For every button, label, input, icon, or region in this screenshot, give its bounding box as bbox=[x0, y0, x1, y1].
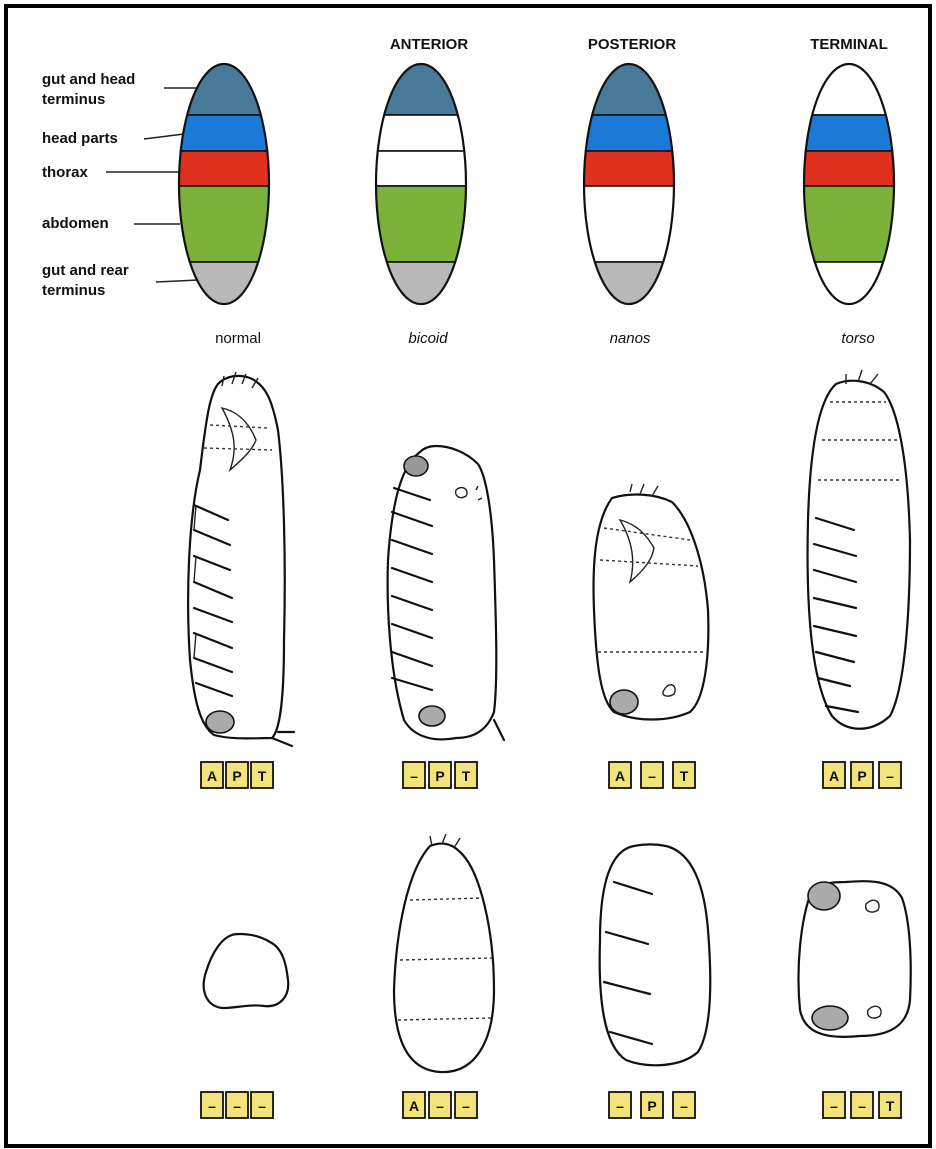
label-thorax: thorax bbox=[42, 164, 89, 181]
genotype-letter: – bbox=[436, 1098, 444, 1114]
genotype-letter: – bbox=[858, 1098, 866, 1114]
column-header-terminal: TERMINAL bbox=[810, 36, 888, 53]
genotype-letter: – bbox=[233, 1098, 241, 1114]
genotype-letter: A bbox=[615, 768, 625, 784]
genotype-box: P bbox=[226, 762, 248, 788]
genotype-letter: T bbox=[680, 768, 689, 784]
figure-frame bbox=[6, 6, 930, 1146]
genotype-letter: P bbox=[435, 768, 444, 784]
caption-nanos: nanos bbox=[610, 330, 651, 347]
genotype-letter: – bbox=[830, 1098, 838, 1114]
genotype-box: – bbox=[251, 1092, 273, 1118]
label-gut-head-terminus-line1: gut and head bbox=[42, 71, 135, 88]
label-abdomen: abdomen bbox=[42, 215, 109, 232]
genotype-box: A bbox=[823, 762, 845, 788]
fate-band-head-parts bbox=[174, 115, 274, 151]
genotype-box: – bbox=[879, 762, 901, 788]
fate-band-head-parts bbox=[371, 115, 471, 151]
genotype-box: A bbox=[403, 1092, 425, 1118]
fate-band-head-parts bbox=[579, 115, 679, 151]
label-gut-rear-terminus-line2: terminus bbox=[42, 282, 105, 299]
label-gut-head-terminus-line2: terminus bbox=[42, 91, 105, 108]
genotype-box: – bbox=[429, 1092, 451, 1118]
genotype-letter: A bbox=[829, 768, 839, 784]
genotype-box: P bbox=[851, 762, 873, 788]
column-header-anterior: ANTERIOR bbox=[390, 36, 469, 53]
fate-band-thorax bbox=[799, 151, 899, 186]
genotype-box: – bbox=[403, 762, 425, 788]
genotype-letter: – bbox=[462, 1098, 470, 1114]
fate-band-abdomen bbox=[579, 186, 679, 262]
genotype-letter: – bbox=[680, 1098, 688, 1114]
genotype-box: P bbox=[641, 1092, 663, 1118]
genotype-box: A bbox=[201, 762, 223, 788]
fate-band-thorax bbox=[579, 151, 679, 186]
genotype-box: – bbox=[851, 1092, 873, 1118]
fate-band-abdomen bbox=[371, 186, 471, 262]
genotype-box: T bbox=[455, 762, 477, 788]
genotype-letter: T bbox=[886, 1098, 895, 1114]
fate-band-abdomen bbox=[799, 186, 899, 262]
fate-band-head-parts bbox=[799, 115, 899, 151]
genotype-letter: – bbox=[208, 1098, 216, 1114]
genotype-letter: A bbox=[207, 768, 217, 784]
genotype-letter: T bbox=[462, 768, 471, 784]
column-header-posterior: POSTERIOR bbox=[588, 36, 677, 53]
genotype-letter: T bbox=[258, 768, 267, 784]
genotype-box: T bbox=[879, 1092, 901, 1118]
genotype-box: – bbox=[673, 1092, 695, 1118]
genotype-box: – bbox=[455, 1092, 477, 1118]
genotype-box: A bbox=[609, 762, 631, 788]
genotype-box: P bbox=[429, 762, 451, 788]
genotype-letter: – bbox=[648, 768, 656, 784]
genotype-letter: P bbox=[232, 768, 241, 784]
genotype-letter: – bbox=[886, 768, 894, 784]
genotype-letter: – bbox=[616, 1098, 624, 1114]
genotype-box: – bbox=[201, 1092, 223, 1118]
fate-band-thorax bbox=[371, 151, 471, 186]
caption-torso: torso bbox=[841, 330, 874, 347]
genotype-box: – bbox=[641, 762, 663, 788]
fate-band-abdomen bbox=[174, 186, 274, 262]
genotype-box: T bbox=[251, 762, 273, 788]
caption-normal: normal bbox=[215, 330, 261, 347]
genotype-letter: P bbox=[857, 768, 866, 784]
genotype-letter: A bbox=[409, 1098, 419, 1114]
genotype-letter: P bbox=[647, 1098, 656, 1114]
genotype-box: – bbox=[609, 1092, 631, 1118]
fate-band-thorax bbox=[174, 151, 274, 186]
genotype-letter: – bbox=[410, 768, 418, 784]
label-head-parts: head parts bbox=[42, 130, 118, 147]
genotype-box: – bbox=[823, 1092, 845, 1118]
genotype-box: T bbox=[673, 762, 695, 788]
caption-bicoid: bicoid bbox=[408, 330, 448, 347]
genotype-box: – bbox=[226, 1092, 248, 1118]
genotype-letter: – bbox=[258, 1098, 266, 1114]
label-gut-rear-terminus-line1: gut and rear bbox=[42, 262, 129, 279]
